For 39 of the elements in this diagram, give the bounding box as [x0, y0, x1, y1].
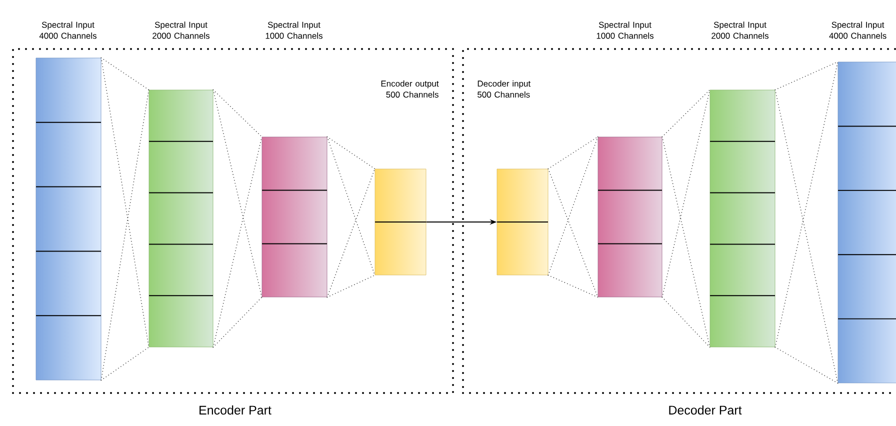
- dotted-line: [212, 296, 262, 348]
- dotted-line: [548, 136, 598, 170]
- dotted-line: [548, 168, 598, 298]
- dotted-line: [774, 346, 838, 384]
- layer-caption: Spectral Input 2000 Channels: [712, 22, 768, 39]
- layer-caption: Spectral Input 1000 Channels: [266, 22, 322, 39]
- dotted-line: [662, 89, 710, 138]
- dotted-line: [662, 296, 710, 348]
- layer-bar: [374, 168, 426, 276]
- dotted-line: [774, 61, 838, 90]
- layer-bar: [598, 136, 662, 298]
- layer-bar: [262, 136, 328, 298]
- dotted-line: [100, 57, 150, 90]
- layer-caption: Spectral Input 1000 Channels: [596, 22, 654, 39]
- part-label: Encoder Part: [200, 405, 272, 415]
- layer-bar: [148, 90, 214, 348]
- dotted-line: [326, 168, 376, 298]
- dotted-frame: [462, 48, 896, 394]
- dotted-line: [662, 136, 710, 348]
- dotted-line: [100, 346, 150, 381]
- dotted-line: [100, 57, 150, 348]
- dotted-frame: [12, 48, 454, 394]
- dotted-line: [212, 89, 262, 138]
- layer-caption: Spectral Input 2000 Channels: [152, 22, 210, 39]
- layer-caption: Encoder output 500 Channels: [381, 80, 439, 98]
- layer-caption: Decoder input 500 Channels: [478, 80, 531, 98]
- dotted-line: [548, 136, 598, 276]
- dotted-line: [326, 274, 376, 298]
- dotted-line: [548, 274, 598, 298]
- layer-bar: [36, 58, 102, 380]
- layer-caption: Spectral Input 4000 Channels: [39, 22, 96, 39]
- layer-bar: [838, 62, 896, 384]
- layer-bar: [496, 168, 548, 276]
- dotted-line: [212, 89, 262, 298]
- layer-caption: Spectral Input 4000 Channels: [829, 22, 886, 39]
- dotted-line: [326, 136, 376, 170]
- part-label: Decoder Part: [669, 405, 742, 415]
- layer-bar: [710, 90, 776, 348]
- dotted-line: [326, 136, 376, 276]
